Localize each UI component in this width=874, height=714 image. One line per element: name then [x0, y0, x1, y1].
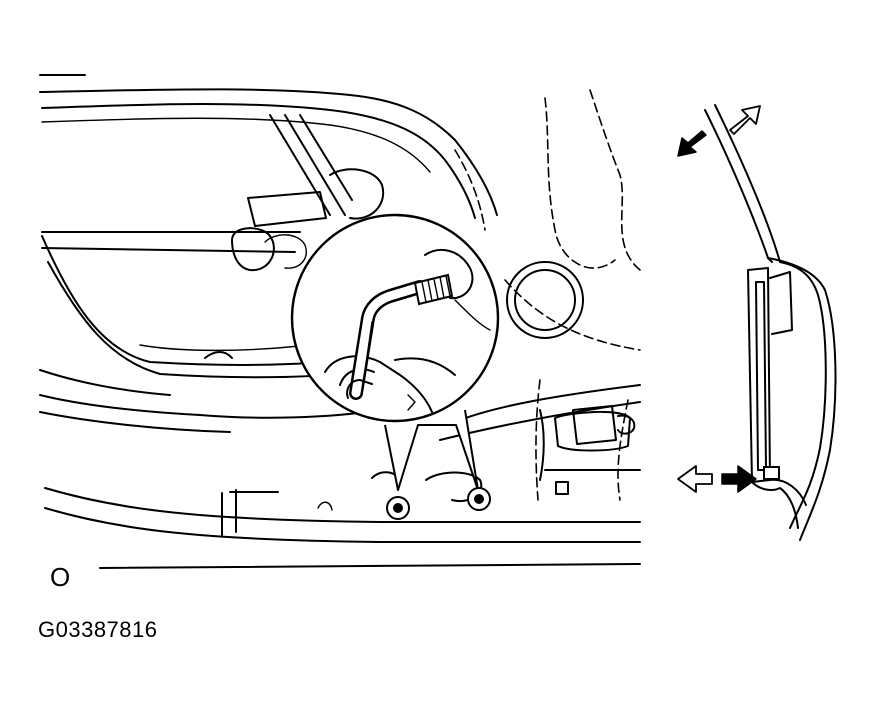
door-trim-side-view: [704, 104, 837, 541]
view-label: O: [50, 562, 71, 592]
bolt-icon: [467, 487, 491, 511]
bolt-icon: [386, 496, 410, 520]
outline-arrow-icon: [729, 105, 761, 135]
solid-arrow-icon: [721, 465, 757, 493]
outline-arrow-icon: [677, 465, 713, 493]
solid-arrow-icon: [677, 130, 707, 157]
magnified-detail-callout: [290, 213, 500, 491]
bolt-thread-icon: [413, 273, 454, 306]
figure-code: G03387816: [38, 617, 158, 642]
